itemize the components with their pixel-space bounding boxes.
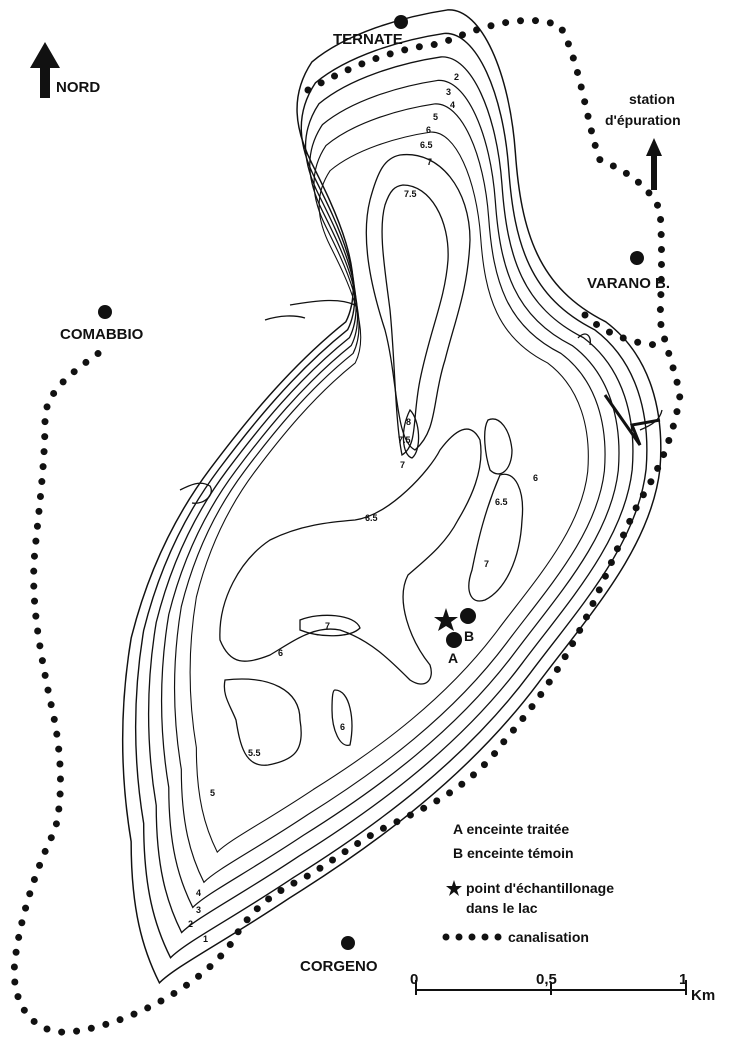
- depth-label: 6: [426, 125, 431, 135]
- depth-label: 3: [446, 87, 451, 97]
- enclosure-b-marker-icon: [460, 608, 476, 624]
- depth-label: 7: [427, 157, 432, 167]
- enclosures: B A: [434, 608, 476, 666]
- depth-label: 2: [188, 919, 193, 929]
- depth-label: 7: [484, 559, 489, 569]
- legend-pipe-dots-icon: [442, 933, 502, 941]
- scale-tick-half: 0,5: [536, 971, 557, 988]
- enclosure-b-label: B: [464, 628, 474, 644]
- scale-tick-1: 1: [679, 971, 687, 988]
- legend-item-a: A enceinte traitée: [453, 821, 569, 837]
- depth-label: 6.5: [420, 140, 433, 150]
- depth-label: 2: [454, 72, 459, 82]
- depth-label: 3: [196, 905, 201, 915]
- legend-item-b: B enceinte témoin: [453, 845, 574, 861]
- pipeline-route: [10, 16, 684, 1036]
- towns: TERNATE VARANO B. COMABBIO CORGENO: [60, 15, 670, 975]
- depth-label: 5.5: [248, 748, 261, 758]
- scale-unit: Km: [691, 987, 715, 1004]
- town-dot-icon: [630, 251, 644, 265]
- town-label-varano: VARANO B.: [587, 275, 670, 292]
- north-label: NORD: [56, 79, 100, 96]
- station-label-line2: d'épuration: [605, 112, 681, 128]
- depth-label: 1: [203, 934, 208, 944]
- town-label-ternate: TERNATE: [333, 31, 403, 48]
- depth-label: 6: [340, 722, 345, 732]
- depth-label: 5: [210, 788, 215, 798]
- depth-label: 5: [433, 112, 438, 122]
- inflow-stream: [603, 394, 661, 446]
- town-dot-icon: [341, 936, 355, 950]
- legend-item-star-line1: point d'échantillonage: [466, 880, 614, 896]
- depth-label: 6.5: [495, 497, 508, 507]
- legend-star-icon: [446, 880, 462, 896]
- town-label-corgeno: CORGENO: [300, 958, 378, 975]
- treatment-station: station d'épuration: [605, 91, 681, 190]
- town-dot-icon: [98, 305, 112, 319]
- depth-label: 8: [406, 417, 411, 427]
- legend-item-star-line2: dans le lac: [466, 900, 538, 916]
- scale-bar: 0 0,5 1 Km: [410, 971, 715, 1004]
- north-arrow-icon: [30, 42, 60, 98]
- inner-depth-contours: [219, 154, 524, 766]
- depth-labels: 2 3 4 5 6 6.5 7 7.5 8 7.5 7 6.5 6 6.5 7 …: [188, 72, 538, 944]
- depth-label: 6: [278, 648, 283, 658]
- depth-label: 7: [400, 460, 405, 470]
- lake-contours: [121, 9, 662, 985]
- depth-label: 6: [533, 473, 538, 483]
- town-label-comabbio: COMABBIO: [60, 326, 144, 343]
- depth-label: 4: [196, 888, 201, 898]
- depth-label: 7: [325, 621, 330, 631]
- town-dot-icon: [394, 15, 408, 29]
- legend: A enceinte traitée B enceinte témoin poi…: [442, 821, 614, 945]
- enclosure-a-label: A: [448, 650, 458, 666]
- pipeline-branch: [581, 311, 666, 349]
- depth-label: 7.5: [398, 435, 411, 445]
- station-arrow-icon: [646, 138, 662, 190]
- depth-label: 6.5: [365, 513, 378, 523]
- sampling-star-icon: [434, 608, 458, 631]
- depth-label: 7.5: [404, 189, 417, 199]
- north-arrow: NORD: [30, 42, 100, 98]
- scale-tick-0: 0: [410, 971, 418, 988]
- depth-label: 4: [450, 100, 455, 110]
- enclosure-a-marker-icon: [446, 632, 462, 648]
- station-label-line1: station: [629, 91, 675, 107]
- shore-details: [179, 299, 663, 504]
- legend-item-pipe: canalisation: [508, 929, 589, 945]
